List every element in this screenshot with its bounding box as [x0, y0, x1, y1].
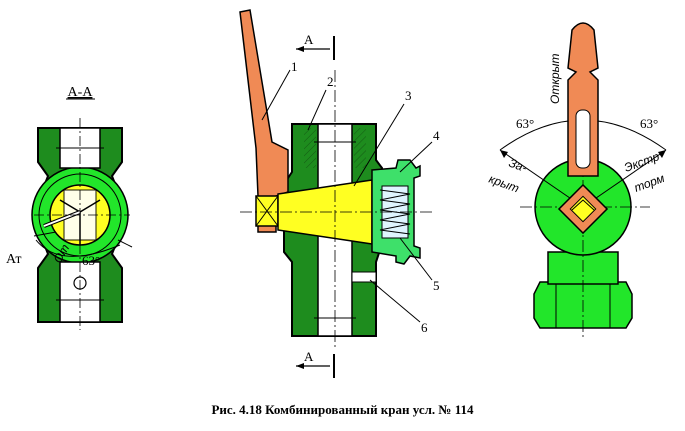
- callout-4: 4: [433, 128, 440, 143]
- closed-label-2: крыт: [487, 172, 521, 196]
- right-angle-left: 63°: [516, 116, 534, 131]
- section-label: А-А: [68, 85, 94, 100]
- callout-5: 5: [433, 278, 440, 293]
- cut-label-top: А: [304, 32, 314, 47]
- callout-3: 3: [405, 88, 412, 103]
- section-a-a-view: А-А Ат От 63°: [6, 85, 133, 330]
- right-angle-right: 63°: [640, 116, 658, 131]
- valve-drawing: А-А Ат От 63° А: [6, 9, 666, 378]
- figure-caption: Рис. 4.18 Комбинированный кран усл. № 11…: [211, 402, 474, 417]
- callout-2: 2: [327, 74, 334, 89]
- longitudinal-section-view: А А: [239, 9, 440, 378]
- atm-label-1: Экстр: [622, 149, 661, 175]
- left-angle-label: 63°: [82, 253, 100, 268]
- callout-1: 1: [291, 59, 298, 74]
- atm-label-2: торм: [632, 171, 666, 195]
- cut-label-bottom: А: [304, 349, 314, 364]
- callout-6: 6: [421, 320, 428, 335]
- at-label: Ат: [6, 252, 22, 267]
- closed-label-1: За-: [507, 156, 529, 175]
- open-label: Открыт: [548, 54, 562, 105]
- top-view: Открыт 63° 63° За- крыт Экстр торм: [487, 22, 666, 340]
